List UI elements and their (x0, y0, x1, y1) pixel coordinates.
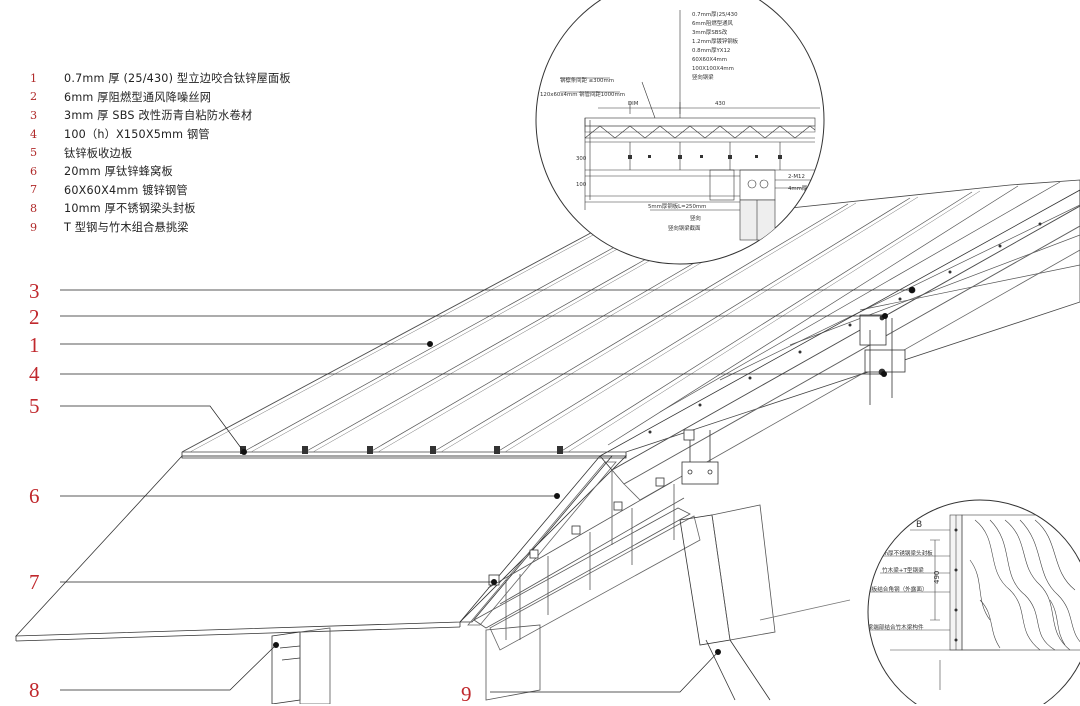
callout-2: 2 (29, 305, 40, 329)
detail-top-label-2: 6mm阻燃型通风 (692, 19, 733, 27)
legend: 1 0.7mm 厚 (25/430) 型立边咬合钛锌屋面板 2 6mm 厚阻燃型通风… (30, 69, 450, 236)
legend-text: 钛锌板收边板 (64, 146, 133, 160)
detail-top-dim-4: 100 (576, 182, 587, 188)
detail-bottom-dim-490: 490 (933, 571, 941, 584)
detail-circle-bottom: 10mm厚不锈钢梁头封板 竹木梁+T型钢梁 钢板结合角钢（外露面） 钢梁端部结合… (862, 499, 1080, 704)
detail-top-side-label-1: 钢檩条间距 ≤300mm (560, 76, 614, 84)
detail-top-label-4: 1.2mm厚镀锌钢板 (692, 37, 739, 45)
detail-top-label-8: 竖向钢梁 (692, 73, 714, 81)
callout-8: 8 (29, 678, 40, 702)
legend-number: 4 (30, 127, 38, 141)
detail-top-dim-1: DIM (628, 101, 639, 107)
callout-1: 1 (29, 333, 40, 357)
legend-text: T 型钢与竹木组合悬挑梁 (64, 221, 189, 235)
legend-number: 6 (30, 164, 38, 178)
legend-number: 3 (30, 108, 38, 122)
detail-top-dim-8: 竖向 (690, 214, 701, 222)
legend-item-8: 8 10mm 厚不锈钢梁头封板 (30, 199, 450, 218)
legend-item-1: 1 0.7mm 厚 (25/430) 型立边咬合钛锌屋面板 (30, 69, 450, 88)
legend-number: 9 (30, 220, 38, 234)
legend-number: 7 (30, 183, 38, 197)
detail-top-label-6: 60X60X4mm (692, 57, 727, 63)
detail-circle-top: 0.7mm厚(25/430 6mm阻燃型通风 3mm厚SBS改 1.2mm厚镀锌… (535, 0, 825, 265)
legend-text: 0.7mm 厚 (25/430) 型立边咬合钛锌屋面板 (64, 72, 291, 86)
legend-text: 6mm 厚阻燃型通风降噪丝网 (64, 90, 212, 104)
legend-number: 5 (30, 146, 38, 160)
callout-6: 6 (29, 484, 40, 508)
honeycomb-soffit-panel (15, 455, 627, 642)
legend-item-3: 3 3mm 厚 SBS 改性沥青自粘防水卷材 (30, 106, 450, 125)
legend-text: 3mm 厚 SBS 改性沥青自粘防水卷材 (64, 109, 253, 123)
detail-top-dim-9: 竖向钢梁截面 (668, 224, 701, 232)
legend-text: 20mm 厚钛锌蜂窝板 (64, 165, 173, 179)
legend-text: 60X60X4mm 镀锌钢管 (64, 183, 188, 197)
legend-item-9: 9 T 型钢与竹木组合悬挑梁 (30, 218, 450, 237)
detail-top-dim-5: 2-M12 (788, 174, 805, 180)
legend-number: 1 (30, 71, 38, 85)
leader-lines (60, 289, 912, 693)
legend-item-5: 5 钛锌板收边板 (30, 143, 450, 162)
detail-bottom-dim-b: B (916, 520, 922, 530)
beam-end-left (271, 627, 331, 704)
detail-top-dim-3: 300 (576, 156, 587, 162)
callout-9: 9 (461, 682, 472, 706)
callout-3: 3 (29, 279, 40, 303)
legend-item-7: 7 60X60X4mm 镀锌钢管 (30, 181, 450, 200)
detail-top-dim-2: 430 (715, 101, 726, 107)
legend-text: 10mm 厚不锈钢梁头封板 (64, 202, 196, 216)
detail-top-dim-7: 5mm厚钢板L=250mm (648, 202, 706, 210)
beam-end-right (485, 504, 851, 701)
detail-top-label-3: 3mm厚SBS改 (692, 28, 728, 36)
callout-5: 5 (29, 394, 40, 418)
detail-top-label-5: 0.8mm厚YX12 (692, 47, 730, 54)
detail-top-label-7: 100X100X4mm (692, 66, 734, 72)
detail-top-dim-6: 4mm厚钢 (788, 184, 813, 192)
detail-top-label-1: 0.7mm厚(25/430 (692, 11, 738, 18)
callout-4: 4 (29, 362, 40, 386)
callout-7: 7 (29, 570, 40, 594)
legend-text: 100（h）X150X5mm 钢管 (64, 128, 210, 142)
legend-number: 2 (30, 90, 38, 104)
detail-top-side-label-2: 120x60x4mm 钢管间距1000mm (540, 90, 625, 98)
legend-item-2: 2 6mm 厚阻燃型通风降噪丝网 (30, 88, 450, 107)
legend-item-6: 6 20mm 厚钛锌蜂窝板 (30, 162, 450, 181)
detail-bottom-label-2: 竹木梁+T型钢梁 (882, 566, 924, 574)
detail-bottom-label-4: 钢梁端部结合竹木梁构件 (862, 623, 924, 631)
detail-bottom-label-1: 10mm厚不锈钢梁头封板 (870, 549, 933, 557)
legend-item-4: 4 100（h）X150X5mm 钢管 (30, 125, 450, 144)
legend-number: 8 (30, 201, 38, 215)
detail-bottom-label-3: 钢板结合角钢（外露面） (866, 585, 928, 593)
